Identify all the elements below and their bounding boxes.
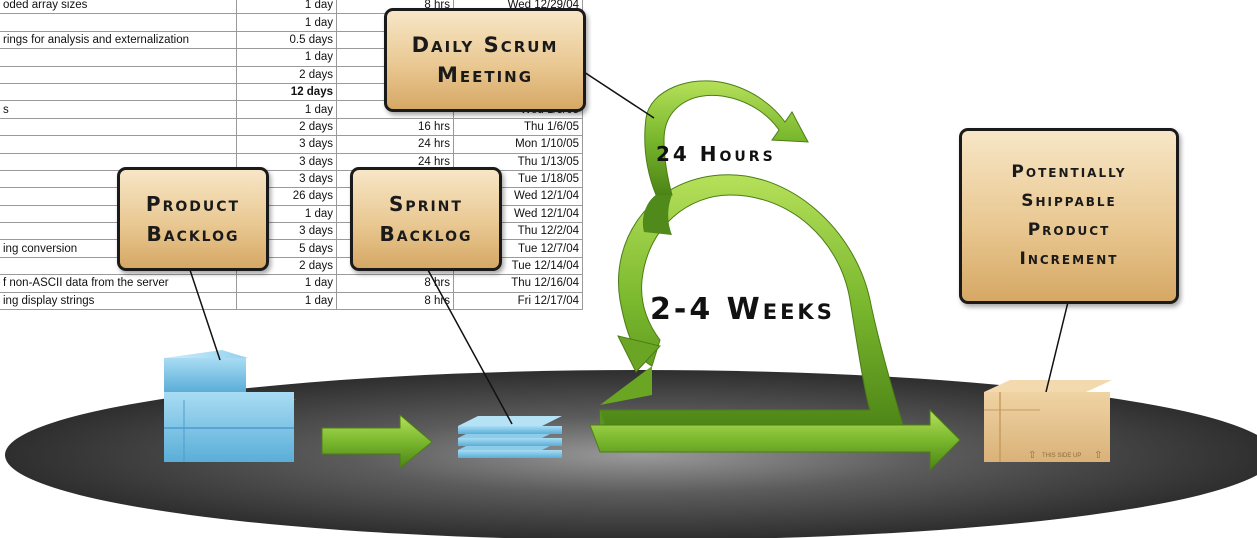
work-cell: 8 hrs (336, 291, 454, 311)
svg-text:⇧: ⇧ (1028, 450, 1036, 461)
date-cell: Thu 1/13/05 (453, 152, 583, 171)
duration-cell: 3 days (236, 135, 337, 154)
product-backlog-callout: Product Backlog (117, 167, 269, 271)
duration-cell: 3 days (236, 152, 337, 171)
daily-scrum-label: Daily Scrum Meeting (411, 33, 559, 87)
shippable-box: THIS SIDE UP ⇧ ⇧ (984, 380, 1112, 462)
task-cell (0, 13, 237, 32)
work-cell: 24 hrs (336, 135, 454, 154)
date-cell: Thu 12/16/04 (453, 274, 583, 293)
sprint-backlog-callout: Sprint Backlog (350, 167, 502, 271)
task-cell (0, 135, 237, 154)
sprint-backlog-label: Sprint Backlog (379, 192, 473, 246)
duration-cell: 2 days (236, 117, 337, 137)
task-cell (0, 48, 237, 67)
product-backlog-label: Product Backlog (145, 192, 241, 246)
duration-cell: 1 day (236, 13, 337, 32)
callout-leaders (189, 71, 1069, 425)
duration-cell: 1 day (236, 100, 337, 119)
this-side-up-label: THIS SIDE UP (1042, 453, 1081, 459)
sprint-cycle-label: 2-4 Weeks (650, 292, 835, 327)
task-cell: rings for analysis and externalization (0, 30, 237, 50)
product-backlog-stack (164, 350, 296, 462)
daily-scrum-callout: Daily Scrum Meeting (384, 8, 586, 112)
platform (5, 370, 1257, 538)
task-cell: ing display strings (0, 291, 237, 311)
daily-cycle-arrow (642, 80, 809, 235)
task-cell (0, 117, 237, 137)
increment-callout: Potentially Shippable Product Increment (959, 128, 1179, 304)
increment-label: Potentially Shippable Product Increment (1011, 162, 1127, 269)
svg-text:⇧: ⇧ (1094, 450, 1102, 461)
daily-cycle-label: 24 Hours (656, 142, 776, 166)
task-cell (0, 82, 237, 102)
date-cell: Thu 1/6/05 (453, 117, 583, 137)
work-cell: 24 hrs (336, 152, 454, 171)
task-cell: s (0, 100, 237, 119)
date-cell: Fri 12/17/04 (453, 291, 583, 311)
backlog-to-sprint-arrow (321, 413, 433, 470)
sprint-cycle-arrow (589, 174, 961, 472)
date-cell: Mon 1/10/05 (453, 135, 583, 154)
duration-cell: 0.5 days (236, 30, 337, 50)
duration-cell: 1 day (236, 274, 337, 293)
